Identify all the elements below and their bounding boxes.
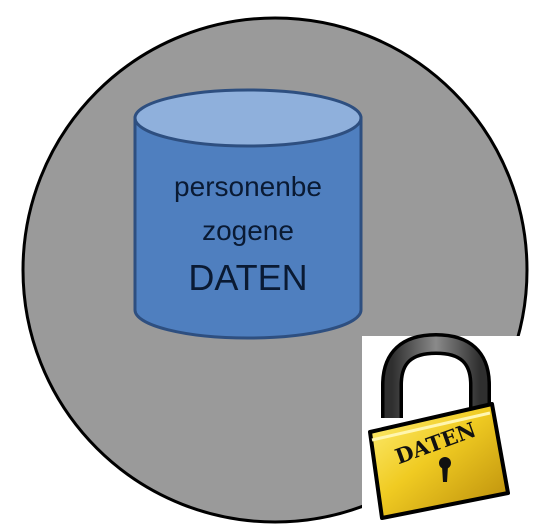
padlock-icon: DATEN	[362, 332, 520, 520]
keyhole-icon	[439, 457, 451, 482]
cylinder-body	[133, 116, 363, 340]
cylinder-label-line3: DATEN	[188, 257, 307, 298]
cylinder-label-line2: zogene	[202, 215, 294, 246]
cylinder-label-line1: personenbe	[174, 171, 322, 202]
database-cylinder-icon: personenbe zogene DATEN	[133, 88, 363, 340]
cylinder-top	[133, 88, 363, 148]
